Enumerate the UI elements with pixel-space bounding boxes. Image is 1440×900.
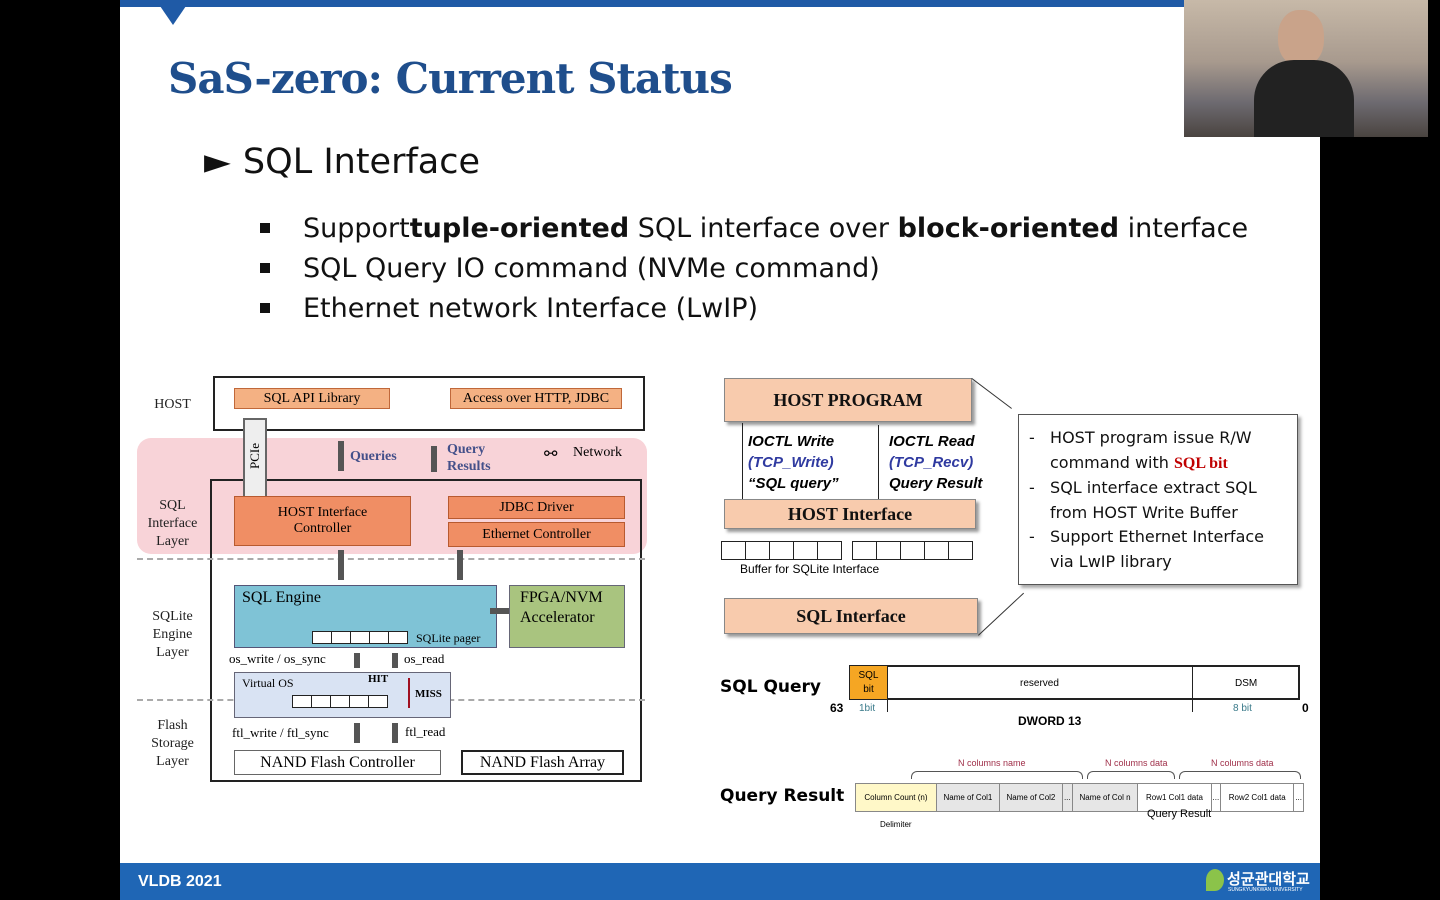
slide: SaS-zero: Current Status ►SQL Interface … bbox=[120, 0, 1320, 900]
bullet-item: SQL Query IO command (NVMe command) bbox=[260, 248, 1248, 288]
top-bar bbox=[120, 0, 1320, 7]
nand-flash-controller: NAND Flash Controller bbox=[234, 750, 441, 775]
sql-api-library: SQL API Library bbox=[234, 388, 390, 409]
query-result-layout: Column Count (n) Name of Col1 Name of Co… bbox=[855, 783, 1304, 812]
webcam-video bbox=[1184, 0, 1428, 137]
host-interface-controller: HOST Interface Controller bbox=[234, 496, 411, 546]
network-icon: ⚯ bbox=[544, 446, 558, 463]
bullet-item: Ethernet network Interface (LwIP) bbox=[260, 288, 1248, 328]
conference-label: VLDB 2021 bbox=[138, 873, 222, 890]
triangle-bullet-icon: ► bbox=[204, 142, 231, 182]
nand-flash-array: NAND Flash Array bbox=[461, 750, 624, 775]
access-http-jdbc: Access over HTTP, JDBC bbox=[450, 388, 622, 409]
footer-bar: VLDB 2021 성균관대학교 SUNGKYUNKWAN UNIVERSITY bbox=[120, 863, 1320, 900]
university-name: 성균관대학교 bbox=[1227, 871, 1310, 888]
slide-title: SaS-zero: Current Status bbox=[168, 54, 733, 103]
jdbc-driver: JDBC Driver bbox=[448, 496, 625, 519]
university-logo-icon bbox=[1206, 869, 1224, 891]
bullet-list: Support tuple-oriented SQL interface ove… bbox=[260, 208, 1248, 328]
bullet-item: Support tuple-oriented SQL interface ove… bbox=[260, 208, 1248, 248]
notes-box: - HOST program issue R/W command with SQ… bbox=[1018, 414, 1298, 585]
section-heading: ►SQL Interface bbox=[204, 142, 481, 182]
sql-interface-box: SQL Interface bbox=[724, 598, 978, 634]
host-program-box: HOST PROGRAM bbox=[724, 378, 972, 422]
host-interface-box: HOST Interface bbox=[724, 499, 976, 529]
top-triangle bbox=[160, 6, 186, 25]
ethernet-controller: Ethernet Controller bbox=[448, 522, 625, 547]
